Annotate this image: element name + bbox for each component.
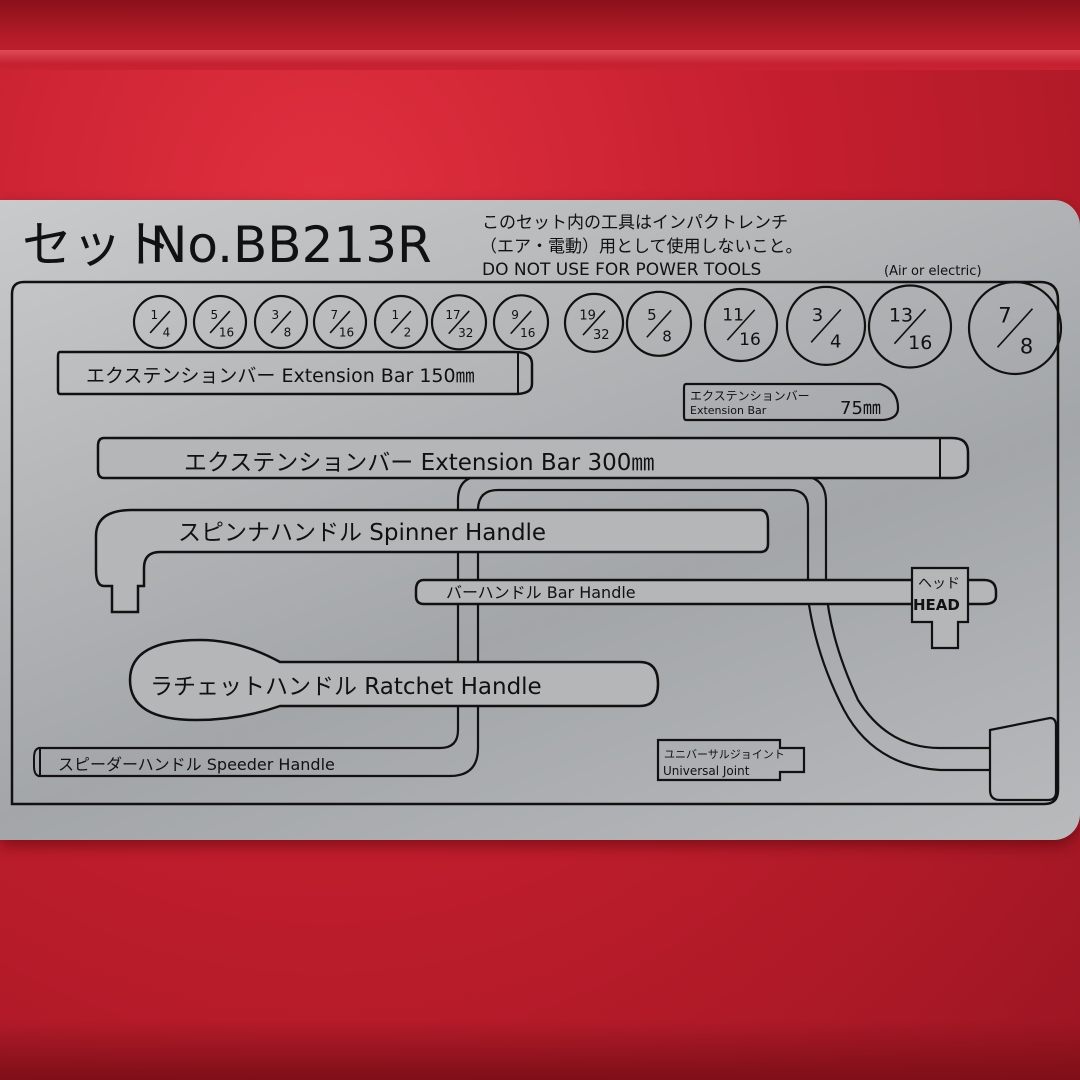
socket-numerator: 1	[150, 308, 158, 322]
socket-fraction-slash	[646, 309, 672, 338]
socket-fraction-slash	[510, 310, 532, 335]
socket-circle	[312, 294, 368, 350]
socket-denominator: 32	[458, 326, 473, 340]
warning-line-3-small: (Air or electric)	[884, 264, 982, 279]
socket-numerator: 3	[271, 308, 279, 322]
warning-line-2: （エア・電動）用として使用しないこと。	[480, 236, 803, 257]
bar-handle-outline	[414, 578, 998, 606]
bar-handle-label: バーハンドル Bar Handle	[446, 583, 636, 602]
socket-fraction-slash	[329, 310, 351, 334]
socket-numerator: 13	[889, 305, 913, 327]
socket-fraction-slash	[448, 310, 470, 335]
socket-denominator: 32	[593, 328, 610, 343]
socket-denominator: 4	[163, 325, 171, 339]
ratchet-handle-label: ラチェットハンドル Ratchet Handle	[150, 674, 542, 700]
head-outline	[910, 566, 970, 650]
universal-joint-en: Universal Joint	[663, 764, 750, 778]
warning-line-3: DO NOT USE FOR POWER TOOLS	[482, 260, 761, 280]
case-edge-highlight	[0, 50, 1080, 64]
head-jp: ヘッド	[918, 576, 960, 592]
socket-denominator: 16	[339, 325, 354, 339]
socket-circle	[625, 290, 693, 357]
socket-denominator: 2	[404, 325, 412, 339]
universal-joint-jp: ユニバーサルジョイント	[664, 748, 785, 761]
plate-drawing: セット No.BB213R このセット内の工具はインパクトレンチ （エア・電動）…	[10, 213, 1063, 806]
socket-circle	[785, 285, 867, 367]
speeder-handle-crank-outline	[38, 474, 990, 778]
socket-numerator: 7	[998, 303, 1011, 327]
plate-outline	[10, 280, 1060, 806]
socket-numerator: 17	[445, 308, 460, 322]
socket-fraction-slash	[390, 310, 412, 334]
socket-circle	[373, 294, 429, 350]
socket-denominator: 8	[284, 325, 292, 339]
socket-fraction-slash	[893, 308, 927, 345]
socket-denominator: 16	[219, 325, 234, 339]
speeder-handle-label: スピーダーハンドル Speeder Handle	[58, 755, 335, 774]
socket-denominator: 8	[662, 327, 672, 345]
set-prefix: セット	[22, 216, 172, 274]
socket-numerator: 9	[511, 308, 519, 322]
extension-bar-75-outline	[682, 382, 900, 422]
socket-fraction-slash	[270, 310, 292, 334]
socket-fraction-slash	[582, 310, 606, 336]
socket-circle	[867, 284, 953, 369]
extension-bar-75-jp: エクステンションバー	[690, 389, 810, 403]
socket-denominator: 16	[908, 332, 932, 354]
socket-circle	[132, 294, 188, 350]
socket-fraction-slash	[996, 308, 1034, 348]
spinner-handle-label: スピンナハンドル Spinner Handle	[178, 520, 546, 546]
socket-circle	[192, 294, 248, 350]
speeder-handle-grip	[33, 746, 41, 778]
socket-numerator: 5	[210, 308, 218, 322]
set-number: No.BB213R	[150, 216, 432, 274]
extension-bar-300-outline	[96, 436, 970, 480]
socket-circle	[253, 294, 309, 350]
socket-numerator: 5	[647, 306, 657, 324]
socket-circle	[492, 294, 550, 351]
socket-numerator: 7	[330, 308, 338, 322]
ratchet-handle-outline	[128, 638, 660, 722]
universal-joint-outline	[656, 738, 806, 782]
socket-fraction-slash	[726, 309, 756, 341]
extension-bar-75-size: 75㎜	[840, 398, 881, 419]
socket-denominator: 16	[739, 330, 761, 350]
socket-fraction-slash	[149, 310, 171, 334]
extension-bar-150-outline	[56, 350, 534, 396]
speeder-handle-drive	[988, 716, 1058, 802]
warning-line-1: このセット内の工具はインパクトレンチ	[482, 213, 788, 233]
socket-fraction-slash	[209, 310, 231, 334]
socket-circle	[967, 280, 1063, 376]
socket-fraction-slash	[810, 308, 842, 343]
extension-bar-300-label: エクステンションバー Extension Bar 300㎜	[184, 450, 654, 476]
label-plate: セット No.BB213R このセット内の工具はインパクトレンチ （エア・電動）…	[0, 200, 1080, 840]
extension-bar-150-label: エクステンションバー Extension Bar 150㎜	[86, 365, 475, 387]
spinner-handle-outline	[94, 508, 770, 614]
socket-numerator: 19	[579, 308, 596, 323]
extension-bar-75-en: Extension Bar	[690, 404, 767, 417]
socket-denominator: 8	[1020, 334, 1033, 358]
case-bottom-shadow	[0, 1020, 1080, 1080]
socket-circle	[703, 287, 779, 363]
socket-numerator: 11	[722, 306, 744, 326]
head-en: HEAD	[913, 596, 960, 614]
socket-denominator: 16	[520, 326, 535, 340]
socket-circle	[563, 292, 625, 354]
socket-circle	[430, 294, 488, 351]
socket-numerator: 1	[391, 308, 399, 322]
socket-denominator: 4	[830, 331, 841, 352]
socket-numerator: 3	[812, 305, 823, 326]
